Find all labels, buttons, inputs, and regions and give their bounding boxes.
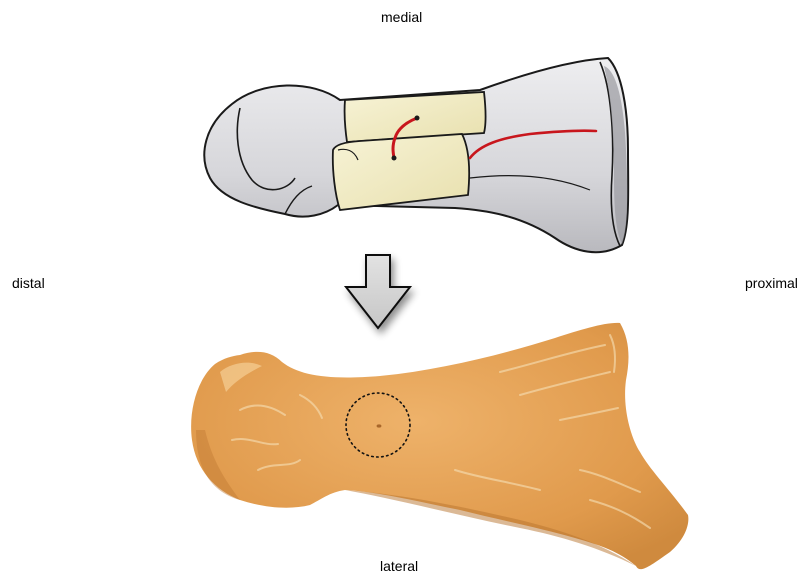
down-arrow-icon xyxy=(346,255,410,328)
specimen-body xyxy=(191,323,688,569)
specimen-foramen xyxy=(377,424,382,427)
bone-specimen-photo xyxy=(191,323,688,569)
bone-illustration xyxy=(204,58,628,252)
fracture-end-top xyxy=(415,116,420,121)
fracture-end-bottom xyxy=(392,156,397,161)
